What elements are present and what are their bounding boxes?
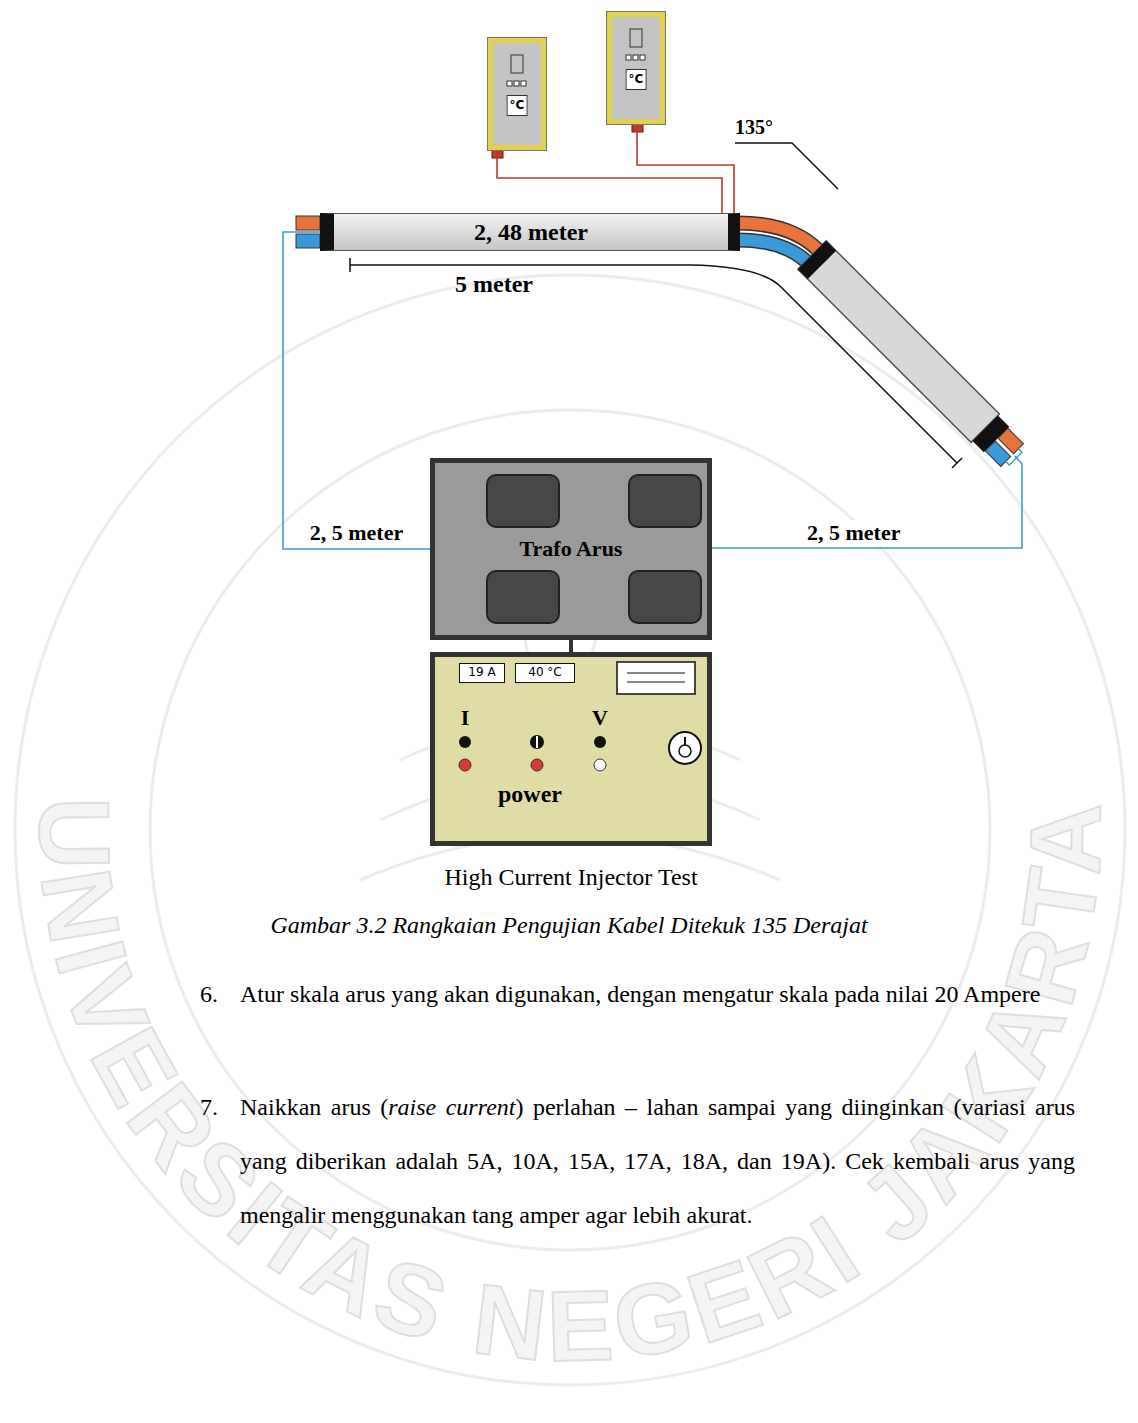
- list-number: 6.: [200, 967, 218, 1021]
- orange-core-cap: [296, 216, 320, 230]
- terminal: [594, 736, 606, 748]
- dimension-line: [350, 265, 957, 463]
- power-lamp: [531, 759, 543, 771]
- injector-panel-details: [435, 657, 707, 841]
- dimension-tick: [350, 258, 962, 468]
- watermark-ring: [15, 275, 1125, 1385]
- bent-cable: [798, 241, 1030, 473]
- injector-panel: 19 A40 °CIVpowerHigh Current Injector Te…: [430, 652, 712, 846]
- cable-sheath: [798, 241, 1000, 443]
- knob-center: [679, 745, 691, 757]
- transformer-core: [487, 475, 559, 527]
- knob-pointer: [684, 737, 686, 745]
- device-slot: [630, 29, 642, 47]
- watermark-text: UNIVERSITAS NEGERI JAKARTA: [19, 796, 1122, 1382]
- control-knob: [669, 732, 701, 764]
- selector-switch: [530, 735, 544, 749]
- cable-straight: 2, 48 meter: [320, 213, 740, 251]
- list-item-term: raise current: [388, 1094, 515, 1120]
- wire-length-label: 2, 5 meter: [308, 520, 405, 546]
- blue-core: [738, 240, 807, 262]
- power-lamp: [459, 759, 471, 771]
- current-readout: 19 A: [459, 663, 505, 683]
- thermometer-device: °C: [607, 12, 665, 124]
- connector-wire: [637, 124, 734, 213]
- list-number: 7.: [200, 1080, 218, 1134]
- figure-caption: Gambar 3.2 Rangkaian Pengujian Kabel Dit…: [0, 912, 1138, 939]
- core-outline: [738, 240, 807, 262]
- node-text: High Current Injector Test: [444, 864, 697, 890]
- node-text: °C: [507, 95, 528, 116]
- display-lines: [627, 673, 685, 682]
- node-text: 40 °C: [528, 666, 561, 679]
- transformer-core: [629, 571, 701, 623]
- node-text: I: [461, 706, 470, 730]
- connector-wire: [497, 150, 722, 213]
- node-text: 2, 48 meter: [474, 219, 588, 245]
- switch-mark: [536, 736, 538, 748]
- device-led: [633, 55, 638, 60]
- watermark-ring: [150, 410, 990, 1250]
- watermark-text: UNIVERSITAS NEGERI JAKARTA: [19, 796, 1122, 1382]
- display: [617, 662, 695, 694]
- device-led: [514, 81, 519, 86]
- supply-wire: [712, 456, 1022, 548]
- node-text: V: [592, 706, 608, 730]
- power-lamp: [594, 759, 606, 771]
- list-item-text: Naikkan arus (: [240, 1094, 388, 1120]
- current-transformer: Trafo Arus: [430, 458, 712, 640]
- temperature-readout: 40 °C: [515, 663, 575, 683]
- wire-length-label: 2, 5 meter: [805, 520, 902, 546]
- connector-wire: [569, 640, 573, 652]
- device-led: [626, 55, 631, 60]
- device-led: [521, 81, 526, 86]
- blue-core-cap: [296, 234, 320, 248]
- thermometer-device: °C: [488, 38, 546, 150]
- node-text: 19 A: [468, 666, 495, 679]
- node-text: power: [498, 781, 562, 807]
- node-text: Trafo Arus: [520, 537, 623, 561]
- terminal: [459, 736, 471, 748]
- device-led: [507, 81, 512, 86]
- cable-tape: [798, 241, 836, 279]
- transformer-core: [487, 571, 559, 623]
- list-item: Atur skala arus yang akan digunakan, den…: [240, 967, 1075, 1021]
- device-led: [640, 55, 645, 60]
- list-paragraph: Naikkan arus (raise current) perlahan – …: [240, 1080, 1075, 1242]
- angle-label: 135°: [735, 116, 773, 139]
- node-text: °C: [626, 69, 647, 90]
- core-bridge: [1006, 449, 1022, 465]
- transformer-core: [629, 475, 701, 527]
- angle-mark: [735, 143, 838, 189]
- connector-wire: [283, 232, 430, 549]
- thermometer-device-details: [493, 43, 541, 145]
- device-slot: [511, 55, 523, 73]
- dimension-label: 5 meter: [455, 271, 533, 298]
- thermometer-device-details: [612, 17, 660, 119]
